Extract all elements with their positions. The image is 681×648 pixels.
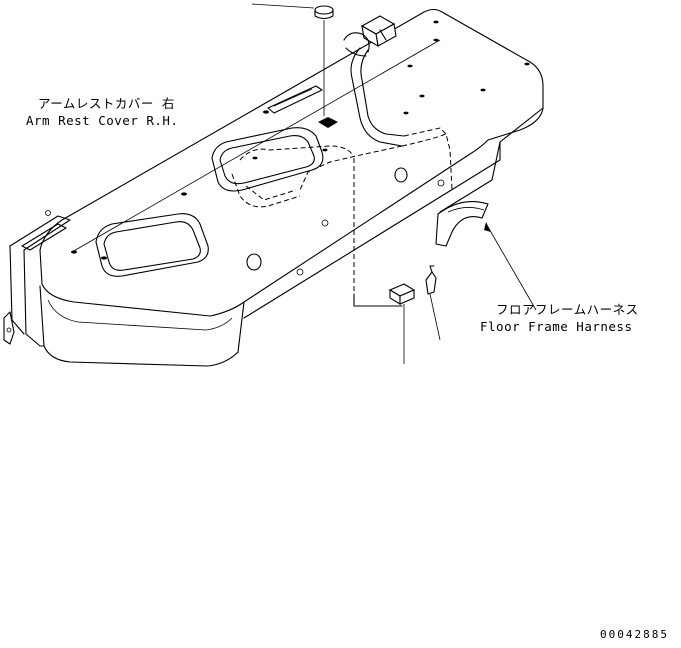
end-cap	[9, 215, 71, 347]
side-hole-1	[246, 253, 262, 271]
rear-opening-inner	[219, 135, 315, 185]
floor-harness-cover	[435, 201, 537, 311]
top-slot-inner	[273, 88, 313, 107]
side-hole-2	[394, 167, 408, 183]
connector-block	[388, 283, 416, 364]
cover-top-outline	[39, 8, 544, 317]
cover-inner-crease	[71, 39, 441, 253]
cover-front-inner	[47, 299, 233, 331]
mount-pad	[318, 117, 338, 128]
end-cap-hole	[6, 327, 12, 333]
harness-route	[231, 47, 453, 307]
side-bolt-2	[321, 219, 329, 227]
harness-label-en: Floor Frame Harness	[480, 319, 633, 334]
side-bolt-3	[437, 179, 445, 187]
top-slot	[267, 85, 323, 114]
front-opening-inner	[103, 221, 201, 271]
harness-connector	[343, 15, 397, 57]
cover-front-edge	[39, 285, 245, 367]
front-opening-outer	[95, 213, 209, 277]
harness-label-jp: フロアフレームハーネス	[496, 302, 639, 317]
drawing-number: 00042885	[600, 628, 669, 641]
end-cap-tab	[3, 311, 15, 345]
grommet	[251, 3, 334, 116]
rear-opening-outer	[211, 127, 324, 192]
side-bolt-1	[296, 268, 304, 276]
armrest-label-jp: アームレストカバー 右	[38, 96, 175, 111]
cover-side-edge	[243, 107, 544, 319]
harness-clip	[425, 265, 441, 341]
top-holes	[71, 20, 530, 260]
armrest-label-en: Arm Rest Cover R.H.	[26, 113, 179, 128]
cover-lower-side	[439, 141, 501, 213]
end-cap-slot	[21, 223, 67, 251]
end-cap-bolt	[45, 210, 51, 216]
